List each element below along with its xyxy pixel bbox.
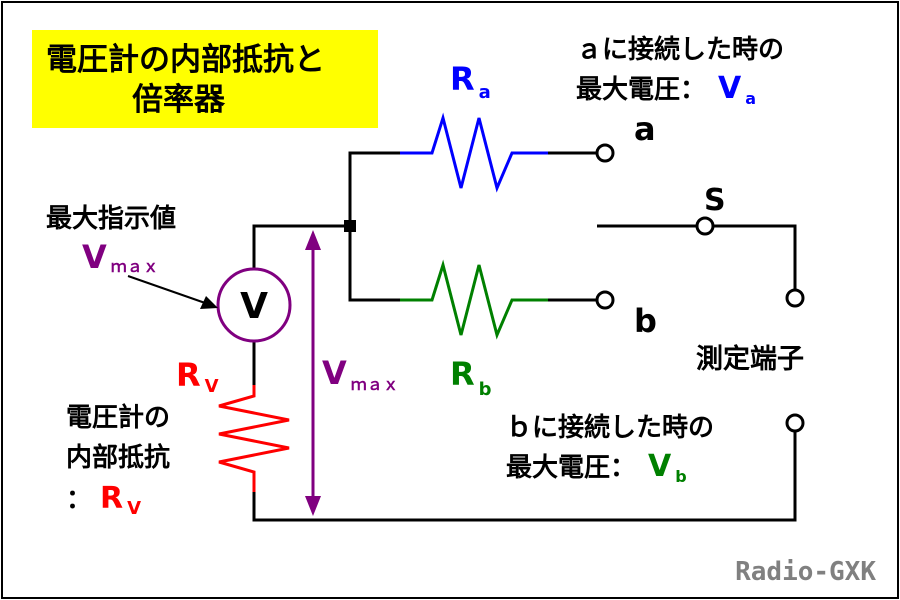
measurement-terminal-bottom xyxy=(785,413,805,433)
title-line1: 電圧計の内部抵抗と xyxy=(46,42,325,78)
voltmeter-circle xyxy=(216,267,292,343)
watermark: Radio-GXK xyxy=(735,557,876,587)
vmax-arrow-head-bottom xyxy=(305,496,321,516)
switch-pivot-circle xyxy=(695,216,715,236)
resistor-rb xyxy=(400,259,548,340)
resistor-rv-zigzag xyxy=(218,385,290,492)
pointer-arrow xyxy=(127,275,218,309)
label-voltage-a-line1: ａに接続した時の xyxy=(576,34,784,65)
title-line2: 倍率器 xyxy=(132,82,226,118)
vmax-arrow xyxy=(305,230,321,516)
label-voltage-b-line1: ｂに接続した時の xyxy=(506,412,714,443)
resistor-ra xyxy=(400,112,548,193)
resistor-ra-zigzag xyxy=(400,112,548,193)
label-internal-line1: 電圧計の xyxy=(66,402,170,433)
terminal-b-circle xyxy=(595,290,615,310)
label-switch: S xyxy=(704,183,726,218)
wire-bottom-rail xyxy=(252,432,797,522)
resistor-rb-zigzag xyxy=(400,259,548,340)
label-internal-line2: 内部抵抗 xyxy=(66,442,170,473)
resistor-rv xyxy=(218,385,290,492)
vmax-arrow-head-top xyxy=(305,230,321,250)
label-terminal-b: b xyxy=(634,302,657,340)
measurement-terminal-top xyxy=(785,288,805,308)
label-measurement-terminal: 測定端子 xyxy=(696,343,804,375)
label-terminal-a: a xyxy=(634,110,656,148)
label-max-reading: 最大指示値 xyxy=(46,204,176,234)
title-box xyxy=(32,30,378,128)
junction-node xyxy=(344,220,356,232)
wire-switch-right xyxy=(710,224,797,289)
voltmeter-symbol: V xyxy=(240,286,268,327)
terminal-a-circle xyxy=(595,143,615,163)
wire-to-a-branch xyxy=(348,151,400,226)
wires xyxy=(252,151,797,522)
wire-to-b-branch xyxy=(348,226,400,302)
wire-node-to-meter xyxy=(252,224,350,268)
